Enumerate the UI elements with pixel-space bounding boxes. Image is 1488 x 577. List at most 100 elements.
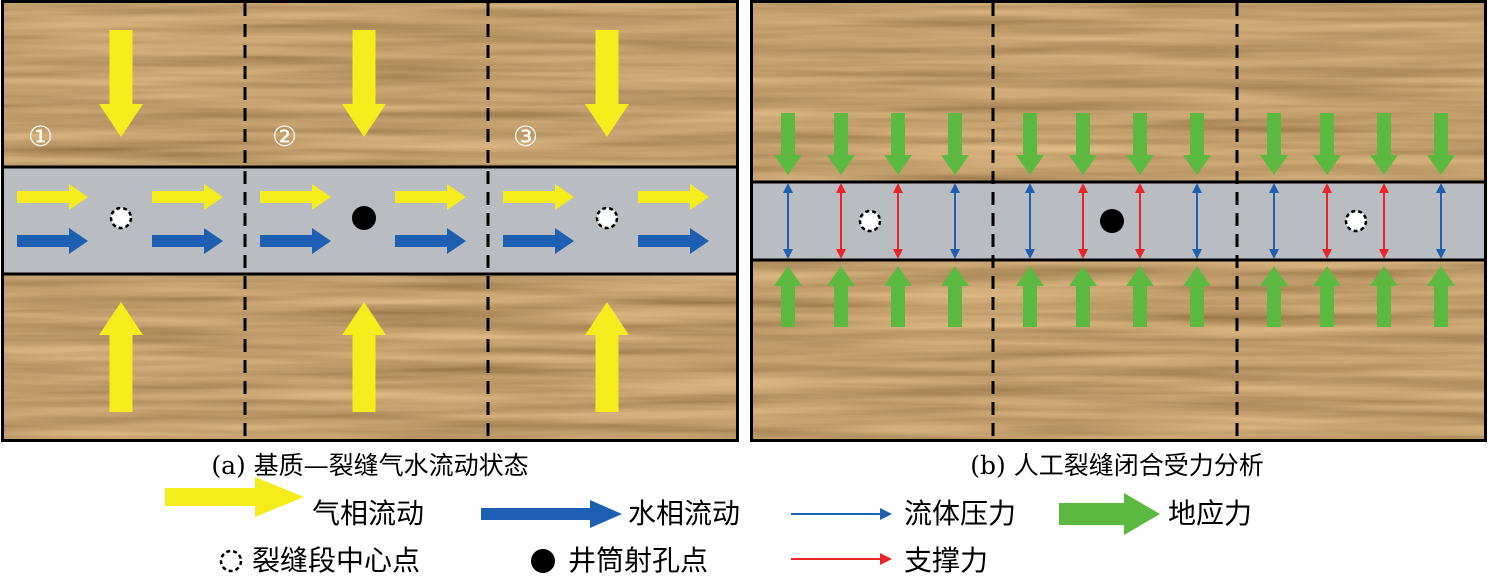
- fluid-pressure-arrow-2-1-head-bottom: [1025, 249, 1035, 259]
- fluid-pressure-arrow-1-1: [783, 183, 793, 259]
- fluid-pressure-arrow-1-4: [950, 183, 960, 259]
- water-flow-left-2: [260, 228, 331, 254]
- panel-a-flow-arrows: [17, 30, 709, 412]
- proppant-force-arrow-3-3-head-top: [1379, 183, 1389, 193]
- matrix-inflow-bottom-1: [99, 302, 143, 412]
- segment-number-1: ①: [28, 120, 53, 153]
- proppant-force-arrow-2-3: [1135, 183, 1145, 259]
- stress-arrow-bottom-3-2: [1313, 266, 1341, 327]
- stress-arrow-bottom-1-1: [774, 266, 802, 327]
- segment-center-icon-b-3: [1344, 209, 1368, 233]
- proppant-force-arrow-1-3: [893, 183, 903, 259]
- proppant-force-arrow-2-2-head-top: [1078, 183, 1088, 193]
- proppant-force-arrow-3-2-head-top: [1322, 183, 1332, 193]
- legend-proppant-force-label: 支撑力: [904, 544, 988, 577]
- legend-segment-center-label: 裂缝段中心点: [252, 544, 420, 577]
- segment-center-icon-3: [595, 206, 619, 230]
- gas-flow-right-2: [395, 184, 466, 210]
- legend-in-situ-stress-arrow-icon: [1059, 493, 1160, 535]
- gas-flow-left-3: [503, 184, 574, 210]
- legend-segment-center-icon: [219, 549, 243, 573]
- fluid-pressure-arrow-2-1: [1025, 183, 1035, 259]
- stress-arrow-bottom-1-4: [941, 266, 969, 327]
- proppant-force-arrow-2-2: [1078, 183, 1088, 259]
- fluid-pressure-arrow-3-4-head-bottom: [1436, 249, 1446, 259]
- stress-arrow-top-3-3: [1370, 113, 1398, 175]
- matrix-inflow-top-1: [99, 30, 143, 137]
- perforation-icon: [352, 206, 376, 230]
- legend-gas-flow-label: 气相流动: [312, 497, 424, 530]
- gas-flow-right-1: [152, 184, 223, 210]
- proppant-force-arrow-2-3-head-bottom: [1135, 249, 1145, 259]
- legend-perforation-icon: [531, 549, 555, 573]
- proppant-force-arrow-1-2: [836, 183, 846, 259]
- stress-arrow-top-2-2: [1069, 113, 1097, 175]
- proppant-force-arrow-3-2: [1322, 183, 1332, 259]
- legend-water-flow-label: 水相流动: [628, 497, 740, 530]
- gas-flow-right-3: [638, 184, 709, 210]
- legend: 气相流动 水相流动 流体压力 地应力 裂缝段中心点 井筒射孔点 支撑力: [165, 477, 1252, 577]
- proppant-force-arrow-3-3: [1379, 183, 1389, 259]
- panel-b-frame: [750, 0, 1487, 442]
- caption-a: (a) 基质—裂缝气水流动状态: [211, 451, 528, 480]
- matrix-inflow-top-3: [585, 30, 629, 137]
- fluid-pressure-arrow-2-4: [1192, 183, 1202, 259]
- proppant-force-arrow-3-3-head-bottom: [1379, 249, 1389, 259]
- fluid-pressure-arrow-1-1-head-top: [783, 183, 793, 193]
- legend-in-situ-stress-label: 地应力: [1168, 497, 1252, 530]
- stress-arrow-top-2-4: [1183, 113, 1211, 175]
- gas-flow-left-1: [17, 184, 88, 210]
- segment-center-icon-1: [109, 206, 133, 230]
- panel-a: ① ② ③: [4, 3, 736, 439]
- panel-b: [753, 3, 1484, 439]
- stress-arrow-top-1-3: [884, 113, 912, 175]
- perforation-icon-b: [1100, 209, 1124, 233]
- stress-arrow-top-1-1: [774, 113, 802, 175]
- stress-arrow-top-2-3: [1126, 113, 1154, 175]
- legend-fluid-pressure-arrowhead-icon: [880, 508, 892, 520]
- fluid-pressure-arrow-3-4: [1436, 183, 1446, 259]
- stress-arrow-top-1-4: [941, 113, 969, 175]
- stress-arrow-bottom-2-2: [1069, 266, 1097, 327]
- water-flow-right-3: [638, 228, 709, 254]
- fluid-pressure-arrow-2-4-head-top: [1192, 183, 1202, 193]
- water-flow-right-1: [152, 228, 223, 254]
- proppant-force-arrow-1-2-head-top: [836, 183, 846, 193]
- proppant-force-arrow-2-2-head-bottom: [1078, 249, 1088, 259]
- stress-arrow-bottom-1-2: [827, 266, 855, 327]
- stress-arrow-bottom-1-3: [884, 266, 912, 327]
- legend-fluid-pressure-label: 流体压力: [904, 497, 1016, 530]
- proppant-force-arrow-1-2-head-bottom: [836, 249, 846, 259]
- water-flow-left-3: [503, 228, 574, 254]
- stress-arrow-bottom-2-4: [1183, 266, 1211, 327]
- panel-b-force-arrows: [774, 113, 1455, 327]
- proppant-force-arrow-3-2-head-bottom: [1322, 249, 1332, 259]
- proppant-force-arrow-2-3-head-top: [1135, 183, 1145, 193]
- water-flow-right-2: [395, 228, 466, 254]
- stress-arrow-bottom-3-3: [1370, 266, 1398, 327]
- fluid-pressure-arrow-1-4-head-bottom: [950, 249, 960, 259]
- segment-number-2: ②: [272, 120, 297, 153]
- segment-center-icon-b-1: [858, 209, 882, 233]
- legend-water-flow-arrow-icon: [481, 500, 622, 528]
- fluid-pressure-arrow-3-4-head-top: [1436, 183, 1446, 193]
- stress-arrow-top-3-4: [1427, 113, 1455, 175]
- fluid-pressure-arrow-2-1-head-top: [1025, 183, 1035, 193]
- stress-arrow-bottom-2-3: [1126, 266, 1154, 327]
- matrix-inflow-bottom-3: [585, 302, 629, 412]
- panel-a-frame: [1, 0, 739, 442]
- legend-proppant-force-arrowhead-icon: [880, 553, 892, 565]
- stress-arrow-bottom-3-1: [1260, 266, 1288, 327]
- fluid-pressure-arrow-1-4-head-top: [950, 183, 960, 193]
- proppant-force-arrow-1-3-head-bottom: [893, 249, 903, 259]
- caption-b: (b) 人工裂缝闭合受力分析: [970, 451, 1263, 480]
- segment-number-3: ③: [513, 120, 538, 153]
- stress-arrow-top-3-2: [1313, 113, 1341, 175]
- matrix-inflow-bottom-2: [342, 302, 386, 412]
- matrix-inflow-top-2: [342, 30, 386, 137]
- fluid-pressure-arrow-3-1: [1269, 183, 1279, 259]
- legend-gas-flow-arrow-icon: [165, 477, 304, 517]
- fluid-pressure-arrow-3-1-head-top: [1269, 183, 1279, 193]
- stress-arrow-bottom-2-1: [1016, 266, 1044, 327]
- fluid-pressure-arrow-3-1-head-bottom: [1269, 249, 1279, 259]
